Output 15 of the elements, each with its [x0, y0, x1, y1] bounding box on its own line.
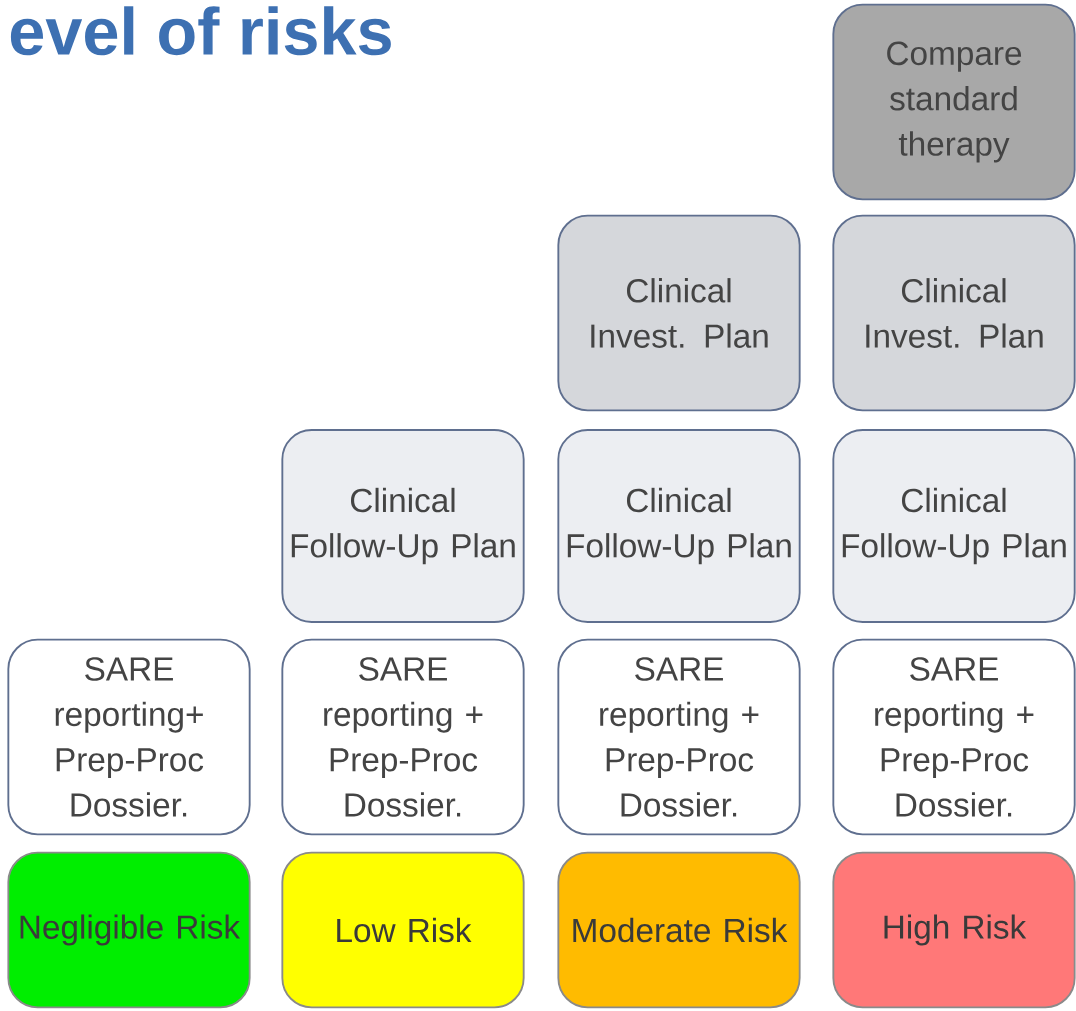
step-box: Clinical Follow-Up Plan: [832, 429, 1076, 623]
step-box: Clinical Follow-Up Plan: [281, 429, 525, 623]
step-box: SARE reporting+ Prep-Proc Dossier.: [7, 638, 251, 836]
risk-box: Moderate Risk: [557, 851, 801, 1009]
risk-box: High Risk: [832, 851, 1076, 1009]
step-box: SARE reporting + Prep-Proc Dossier.: [557, 638, 801, 836]
title: evel of risks: [10, 6, 391, 56]
step-box: Clinical Follow-Up Plan: [557, 429, 801, 623]
step-box: SARE reporting + Prep-Proc Dossier.: [832, 638, 1076, 836]
step-box: SARE reporting + Prep-Proc Dossier.: [281, 638, 525, 836]
risk-box: Low Risk: [281, 851, 525, 1009]
step-box: Compare standard therapy: [832, 3, 1076, 201]
risk-box: Negligible Risk: [7, 851, 251, 1009]
step-box: Clinical Invest. Plan: [832, 214, 1076, 412]
step-box: Clinical Invest. Plan: [557, 214, 801, 412]
